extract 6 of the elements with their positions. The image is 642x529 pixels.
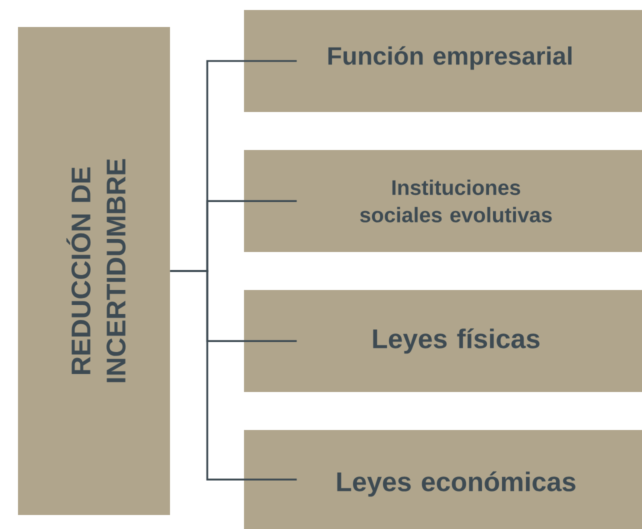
category-box: Leyes físicas <box>244 290 642 392</box>
category-box: Leyes económicas <box>244 430 642 529</box>
category-box: Instituciones sociales evolutivas <box>244 150 642 252</box>
title-box: REDUCCIÓN DE INCERTIDUMBRE <box>18 27 170 515</box>
category-box: Función empresarial <box>244 10 642 112</box>
connector-line <box>170 270 297 480</box>
